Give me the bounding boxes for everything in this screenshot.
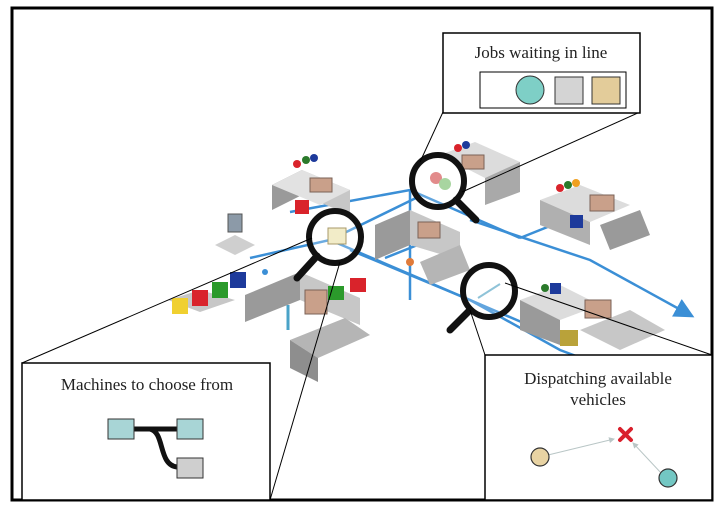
routing-line xyxy=(148,426,178,470)
callout-jobs-waiting: Jobs waiting in line xyxy=(442,32,641,114)
machine-cell xyxy=(540,179,650,250)
queued-job-square xyxy=(591,76,621,105)
callout-title: Machines to choose from xyxy=(61,375,233,394)
loading-station xyxy=(215,213,255,255)
callout-title: Jobs waiting in line xyxy=(475,43,608,62)
machine-cell xyxy=(440,141,520,205)
callout-leaders xyxy=(21,111,713,501)
callout-title-line1: Dispatching available xyxy=(524,369,672,388)
callout-dispatching: Dispatching available vehicles xyxy=(484,354,713,501)
vehicle-dot xyxy=(406,258,414,266)
job-queue-boxes xyxy=(168,272,246,314)
target-machine-alt xyxy=(176,457,204,479)
machine-cell xyxy=(272,154,350,215)
vehicle-teal xyxy=(658,468,678,488)
machine-cell xyxy=(375,210,470,285)
callout-title-line2: vehicles xyxy=(570,390,626,409)
vehicle-dot xyxy=(262,269,268,275)
x-mark-icon xyxy=(618,427,633,442)
machine-cell xyxy=(245,272,370,382)
outer-frame xyxy=(10,6,714,502)
dispatch-path xyxy=(547,437,615,456)
callout-machines: Machines to choose from xyxy=(21,362,271,501)
vehicle-tan xyxy=(530,447,550,467)
target-machine xyxy=(176,418,204,440)
magnifier-icon xyxy=(293,208,364,282)
magnifier-icon xyxy=(446,262,518,334)
magnifier-icon xyxy=(409,152,480,224)
queued-job-circle xyxy=(515,75,545,105)
dispatch-path xyxy=(632,442,663,475)
machine-cell xyxy=(520,283,665,350)
source-machine xyxy=(107,418,135,440)
queued-job-square xyxy=(554,76,584,105)
